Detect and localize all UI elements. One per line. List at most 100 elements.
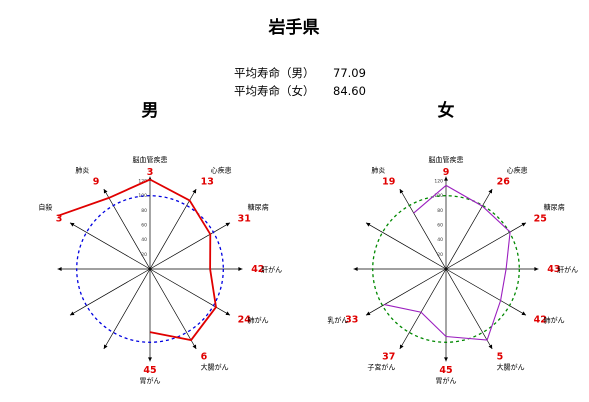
tick-label: 80 [141,208,147,214]
axis-arrowhead [192,189,197,194]
axis-spoke [445,268,493,350]
rank-label: 24 [238,315,252,326]
axis-name-label: 乳がん [327,316,348,325]
page-title: 岩手県 [268,17,320,38]
rank-label: 37 [382,352,395,363]
rank-label: 25 [534,213,547,224]
reference-circle [76,195,224,343]
axis-arrowhead [366,311,371,316]
female-chart-title: 女 [438,100,455,121]
axis-arrowhead [444,357,448,362]
axis-name-label: 糖尿病 [248,202,269,211]
tick-label: 120 [138,179,147,185]
axis-name-label: 肺炎 [371,166,385,174]
axis-arrowhead [225,222,230,227]
tick-label: 120 [434,179,443,185]
rank-label: 42 [534,315,547,326]
axis-arrowhead [192,344,197,349]
axis-name-label: 子宮がん [367,363,395,372]
female-life-expectancy-label: 平均寿命（女） [234,84,315,98]
axis-name-label: 心疾患 [211,165,232,174]
tick-label: 60 [141,223,147,229]
axis-spoke [149,222,231,270]
axis-name-label: 脳血管疾患 [133,155,168,164]
axis-name-label: 肺炎 [75,166,89,174]
axis-spoke [445,222,527,270]
axis-name-label: 肝がん [261,265,282,274]
male-chart-title: 男 [142,101,159,121]
axis-spoke [445,268,527,316]
rank-label: 19 [382,176,395,187]
rank-label: 45 [143,365,156,376]
reference-circle [372,195,520,343]
rank-label: 9 [443,167,450,178]
tick-label: 20 [437,252,443,258]
axis-arrowhead [57,267,62,271]
tick-label: 20 [141,252,147,258]
axis-spoke [365,222,447,270]
rank-label: 26 [497,176,511,187]
series-line [149,178,217,342]
axis-spoke [149,188,197,270]
rank-label: 42 [251,264,264,275]
rank-label: 9 [93,176,100,187]
tick-label: 40 [437,237,443,243]
axis-name-label: 肝がん [557,265,578,274]
axis-arrowhead [103,344,108,349]
series-line [384,184,511,341]
axis-arrowhead [148,357,152,362]
axis-spoke [149,268,197,350]
tick-label: 60 [437,223,443,229]
rank-label: 6 [201,352,208,363]
axis-arrowhead [488,344,493,349]
axis-arrowhead [521,222,526,227]
axis-arrowhead [399,344,404,349]
axis-arrowhead [488,189,493,194]
axis-spoke [445,188,493,270]
male-life-expectancy-label: 平均寿命（男） [234,66,315,80]
rank-label: 13 [201,176,214,187]
axis-spoke [69,222,151,270]
axis-name-label: 肺がん [544,316,565,325]
axis-spoke [149,268,231,316]
axis-arrowhead [70,222,75,227]
axis-name-label: 肺がん [248,316,269,325]
axis-arrowhead [238,267,243,271]
axis-name-label: 自殺 [38,202,52,211]
female-radar-chart: 204060801001209脳血管疾患26心疾患25糖尿病43肝がん42肺がん… [327,155,578,385]
rank-label: 3 [147,167,154,178]
male-life-expectancy-value: 77.09 [333,66,366,80]
axis-name-label: 心疾患 [507,165,528,174]
axis-arrowhead [399,189,404,194]
axis-name-label: 脳血管疾患 [429,155,464,164]
axis-name-label: 糖尿病 [544,202,565,211]
axis-arrowhead [225,311,230,316]
female-life-expectancy-value: 84.60 [333,84,366,98]
axis-spoke [103,188,151,270]
axis-arrowhead [521,311,526,316]
series-line [57,178,151,217]
male-radar-chart: 204060801001203脳血管疾患13心疾患31糖尿病42肝がん24肺がん… [38,155,282,385]
axis-arrowhead [353,267,358,271]
tick-label: 40 [141,237,147,243]
axis-arrowhead [70,311,75,316]
rank-label: 3 [56,213,63,224]
axis-arrowhead [534,267,539,271]
axis-spoke [399,188,447,270]
axis-spoke [69,268,151,316]
series-line [413,184,447,214]
axis-arrowhead [444,176,448,181]
rank-label: 5 [497,352,504,363]
axis-name-label: 胃がん [140,376,161,385]
tick-label: 80 [437,208,443,214]
rank-label: 31 [238,213,251,224]
rank-label: 43 [547,264,560,275]
rank-label: 33 [345,315,358,326]
axis-spoke [103,268,151,350]
rank-label: 45 [439,365,452,376]
axis-arrowhead [103,189,108,194]
axis-spoke [399,268,447,350]
axis-arrowhead [366,222,371,227]
axis-name-label: 大腸がん [201,363,229,372]
